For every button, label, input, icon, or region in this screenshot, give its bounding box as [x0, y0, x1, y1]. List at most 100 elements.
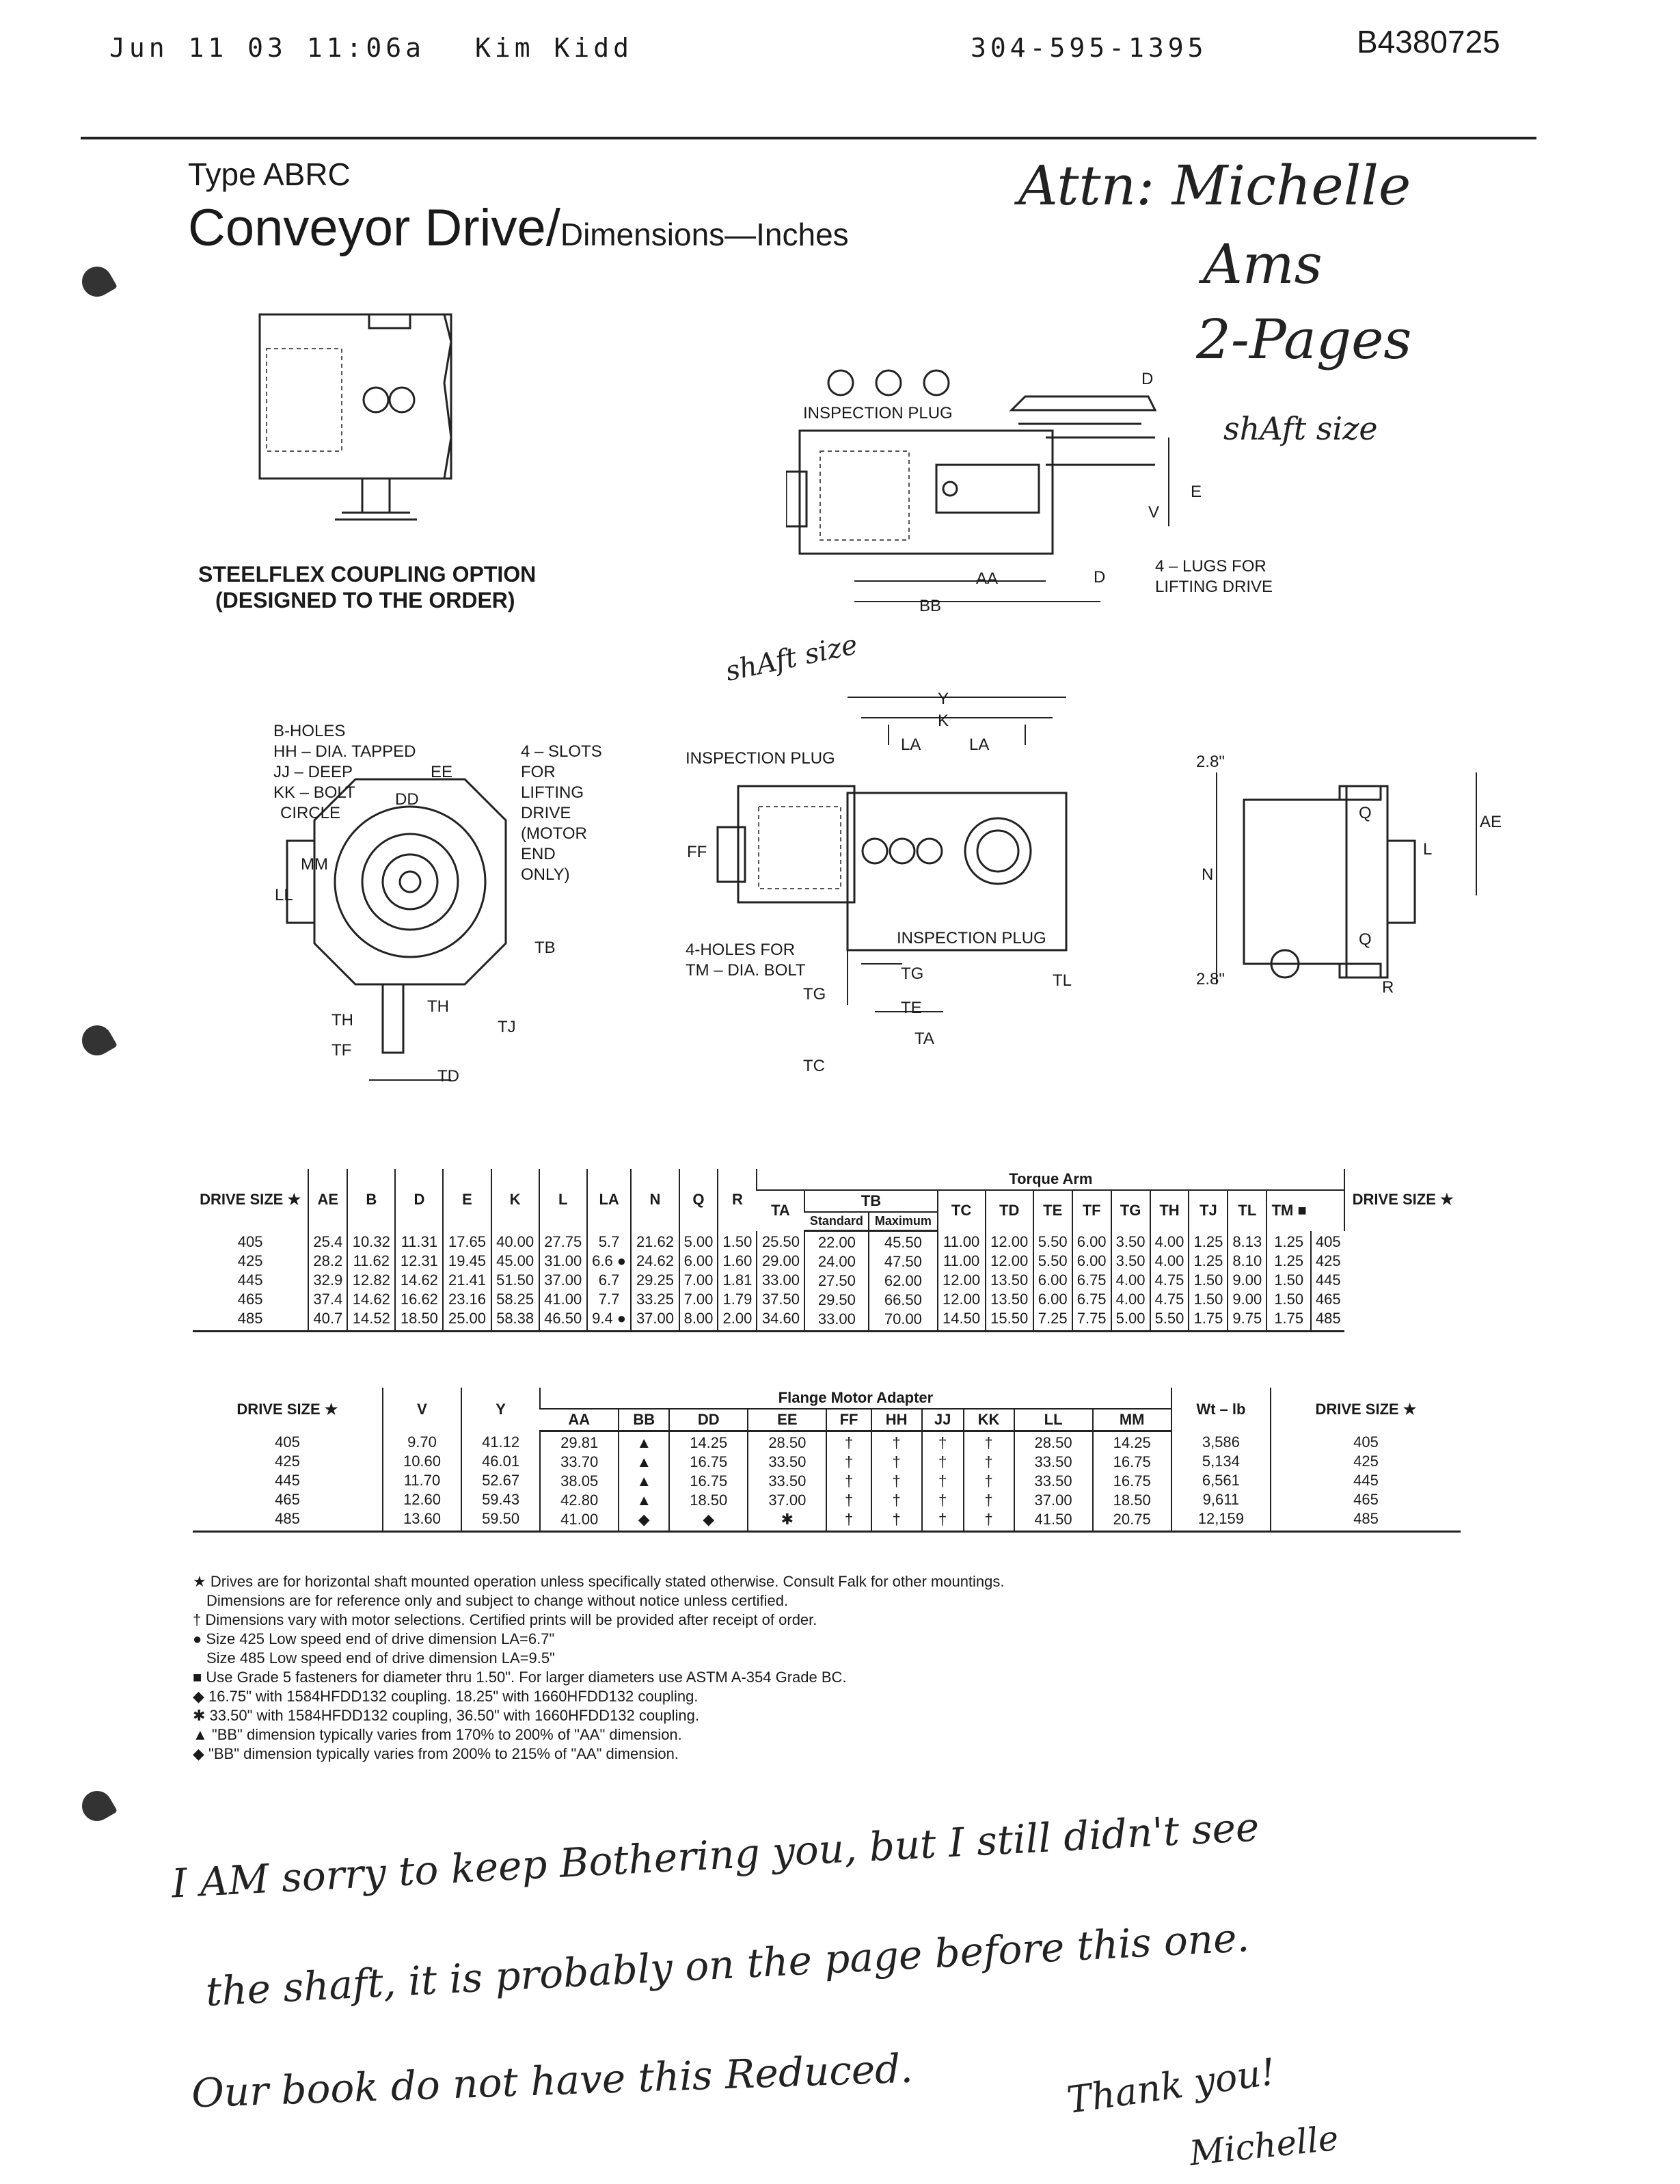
dim-MM: MM [301, 855, 328, 874]
label-slots-1: 4 – SLOTS [521, 742, 602, 761]
cell-Y-4: 59.50 [482, 1509, 520, 1527]
label-lugs-1: 4 – LUGS FOR [1155, 557, 1266, 576]
cell-AE-2: 32.9 [313, 1271, 343, 1289]
label-slots-7: ONLY) [521, 865, 570, 884]
th-drive-size-right: DRIVE SIZE ★ [1344, 1169, 1461, 1231]
cell-Q-2: 7.00 [683, 1271, 714, 1289]
cell-K-3: 58.25 [496, 1290, 534, 1308]
cell-DD-2: 16.75 [690, 1472, 728, 1489]
th-TB-standard: Standard [804, 1212, 869, 1232]
dim-Y: Y [938, 690, 949, 708]
cell-EE-2: 33.50 [768, 1472, 807, 1489]
cell-TB_std-3: 29.50 [817, 1291, 856, 1308]
cell-B-0: 10.32 [352, 1232, 390, 1250]
th2-flange-group: Flange Motor Adapter [539, 1388, 1171, 1410]
label-b-holes-2: HH – DIA. TAPPED [273, 742, 416, 761]
cell-FF-0: † [844, 1434, 854, 1451]
label-inspection-plug-top: INSPECTION PLUG [803, 404, 953, 422]
th-drive-size: DRIVE SIZE ★ [200, 1191, 301, 1209]
th-TG: TG [1110, 1190, 1150, 1231]
cell-TC-1: 11.00 [943, 1252, 980, 1269]
dim-L: L [1423, 840, 1433, 859]
cell-WT-4: 12,159 [1197, 1509, 1245, 1527]
punch-hole-mark [76, 1785, 118, 1827]
cell-TJ-3: 1.50 [1193, 1290, 1223, 1308]
dim-TC: TC [803, 1057, 825, 1075]
cell-Y-2: 52.67 [482, 1471, 520, 1489]
cell-LL-3: 37.00 [1034, 1492, 1072, 1509]
cell-size-3: 465 [1353, 1490, 1379, 1508]
cell-size-4: 485 [275, 1509, 300, 1527]
cell-E-2: 21.41 [448, 1271, 487, 1289]
dim-DD: DD [395, 790, 419, 809]
cell-TA-1: 29.00 [761, 1252, 800, 1269]
steelflex-coupling-drawing [258, 313, 452, 521]
cell-Q-3: 7.00 [683, 1290, 714, 1308]
cell-K-4: 58.38 [496, 1309, 534, 1327]
cell-N-0: 21.62 [636, 1232, 674, 1250]
cell-KK-3: † [984, 1492, 993, 1509]
cell-TC-4: 14.50 [943, 1309, 981, 1327]
cell-AA-0: 29.81 [560, 1434, 599, 1451]
dim-K: K [938, 712, 949, 730]
cell-TD-4: 15.50 [990, 1309, 1029, 1327]
cell-TB_std-0: 22.00 [817, 1234, 856, 1251]
cell-LL-1: 33.50 [1034, 1453, 1072, 1470]
dim-Q-bottom: Q [1359, 930, 1372, 949]
cell-size-4: 485 [1315, 1309, 1341, 1327]
cell-WT-0: 3,586 [1202, 1433, 1240, 1451]
dim-TD: TD [437, 1067, 459, 1086]
cell-TE-0: 5.50 [1038, 1232, 1068, 1250]
cell-TL-2: 9.00 [1232, 1271, 1262, 1289]
th-TJ: TJ [1188, 1190, 1228, 1231]
cell-size-1: 425 [275, 1452, 300, 1470]
label-b-holes-3: JJ – DEEP [273, 763, 353, 781]
cell-TG-3: 4.00 [1115, 1290, 1146, 1308]
th2-EE: EE [747, 1409, 827, 1432]
cell-D-0: 11.31 [401, 1232, 438, 1250]
cell-TH-4: 5.50 [1154, 1309, 1184, 1327]
cell-L-0: 27.75 [544, 1232, 582, 1250]
label-slots-2: FOR [521, 763, 556, 781]
cell-TE-1: 5.50 [1038, 1252, 1068, 1269]
cell-JJ-0: † [938, 1434, 947, 1451]
footnotes: ★ Drives are for horizontal shaft mounte… [193, 1572, 1005, 1764]
cell-TE-3: 6.00 [1038, 1290, 1068, 1308]
cell-EE-1: 33.50 [768, 1453, 807, 1470]
cell-TM-1: 1.25 [1274, 1252, 1304, 1269]
cell-size-0: 405 [275, 1433, 300, 1451]
handwritten-ams: Ams [1203, 232, 1323, 296]
cell-Q-4: 8.00 [683, 1309, 714, 1327]
cell-TG-4: 5.00 [1115, 1309, 1146, 1327]
cell-LL-0: 28.50 [1034, 1434, 1072, 1451]
cell-FF-3: † [844, 1492, 854, 1509]
cell-TG-1: 3.50 [1115, 1252, 1146, 1269]
cell-LL-4: 41.50 [1034, 1511, 1072, 1528]
th-LA: LA [586, 1169, 632, 1231]
handwritten-pages: 2-Pages [1196, 308, 1412, 371]
cell-DD-0: 14.25 [690, 1434, 728, 1451]
cell-LL-2: 33.50 [1034, 1472, 1072, 1489]
th2-JJ: JJ [921, 1409, 964, 1432]
dim-BB: BB [919, 597, 942, 615]
cell-BB-1: ▲ [636, 1453, 652, 1470]
label-lugs-2: LIFTING DRIVE [1155, 578, 1273, 596]
cell-TB_std-2: 27.50 [817, 1272, 856, 1289]
cell-TA-4: 34.60 [761, 1309, 800, 1327]
dim-V: V [1148, 503, 1160, 522]
th-Q: Q [678, 1169, 718, 1231]
cell-L-2: 37.00 [544, 1271, 582, 1289]
cell-size-1: 425 [237, 1252, 263, 1269]
cell-N-4: 37.00 [636, 1309, 674, 1327]
cell-FF-2: † [844, 1472, 854, 1489]
